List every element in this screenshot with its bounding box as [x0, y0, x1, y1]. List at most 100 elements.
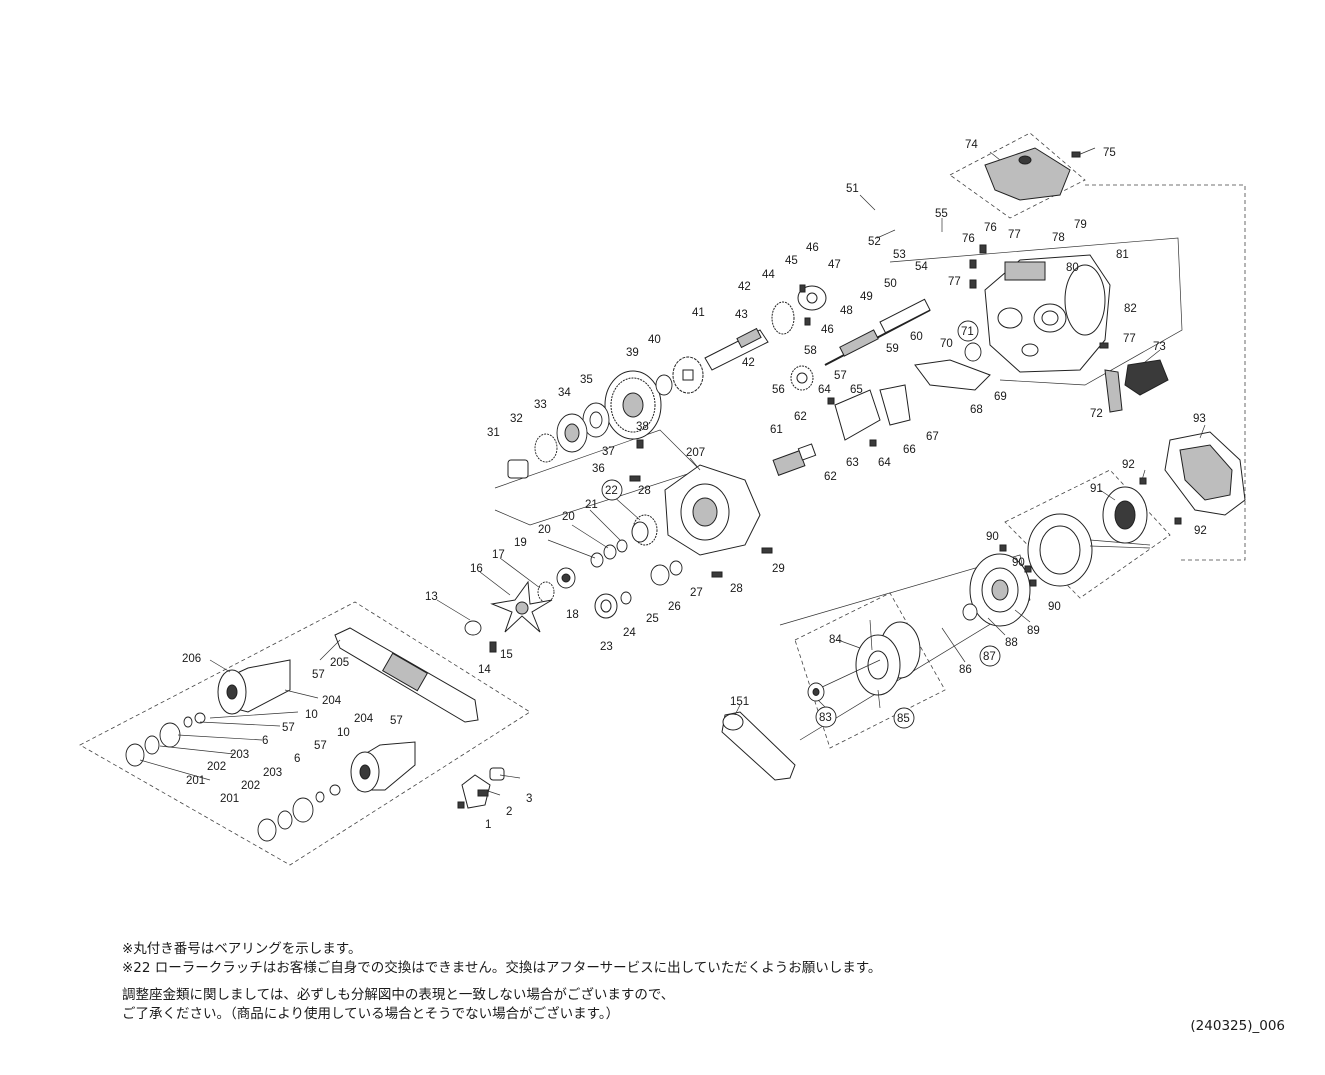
leader-lines	[139, 151, 1206, 796]
part-label: 87	[983, 651, 996, 663]
drive-shaft-41	[704, 327, 769, 371]
spool-group-outline	[794, 592, 946, 749]
part-label: 20	[562, 511, 575, 523]
bearing-marker-71	[957, 320, 979, 342]
part-label: 203	[263, 767, 282, 779]
part-label: 16	[470, 563, 483, 575]
part-label: 65	[850, 384, 863, 396]
bearing-marker-85	[893, 707, 915, 729]
part-label: 80	[1066, 262, 1079, 274]
frame-part-82	[984, 254, 1111, 373]
frame-group-line	[889, 237, 1183, 386]
part-label: 93	[1193, 413, 1206, 425]
part-label: 61	[770, 424, 783, 436]
washer-13	[464, 620, 482, 636]
part-label: 63	[846, 457, 859, 469]
part-label: 40	[648, 334, 661, 346]
washer-39	[655, 374, 673, 396]
part-label: 53	[893, 249, 906, 261]
handle-knob-204-upper	[217, 659, 291, 715]
bearing-marker-83	[815, 706, 837, 728]
gear-part-56	[790, 365, 814, 391]
part-label: 50	[884, 278, 897, 290]
part-label: 57	[834, 370, 847, 382]
part-label: 206	[182, 653, 201, 665]
part-label: 49	[860, 291, 873, 303]
part-label: 36	[592, 463, 605, 475]
brake-unit-91	[1027, 486, 1151, 587]
part-label: 31	[487, 427, 500, 439]
part-label: 41	[692, 307, 705, 319]
part-label: 54	[915, 261, 928, 273]
part-label: 85	[897, 713, 910, 725]
part-label: 35	[580, 374, 593, 386]
part-label: 46	[806, 242, 819, 254]
note-shim-disclaimer: 調整座金類に関しましては、必ずしも分解図中の表現と一致しない場合がございますので…	[122, 987, 675, 1003]
part-label: 2	[506, 806, 512, 818]
frame-link-line	[1085, 184, 1246, 561]
part-label: 72	[1090, 408, 1103, 420]
part-label: 77	[1123, 333, 1136, 345]
lever-part-151	[721, 711, 796, 781]
part-label: 84	[829, 634, 842, 646]
part-label: 75	[1103, 147, 1116, 159]
screws	[457, 244, 1182, 809]
part-label: 71	[961, 326, 974, 338]
part-label: 202	[241, 780, 260, 792]
gear-part-40	[672, 356, 704, 394]
roller-clutch-22	[631, 514, 658, 546]
part-label: 42	[738, 281, 751, 293]
part-label: 3	[526, 793, 532, 805]
part-label: 57	[390, 715, 403, 727]
part-label: 34	[558, 387, 571, 399]
part-label: 88	[1005, 637, 1018, 649]
part-label: 60	[910, 331, 923, 343]
part-label: 82	[1124, 303, 1137, 315]
part-label: 89	[1027, 625, 1040, 637]
yoke-part-65	[834, 384, 911, 441]
part-label: 201	[220, 793, 239, 805]
part-label: 203	[230, 749, 249, 761]
part-label: 17	[492, 549, 505, 561]
part-label: 44	[762, 269, 775, 281]
part-label: 86	[959, 664, 972, 676]
part-label: 21	[585, 499, 598, 511]
part-label: 57	[312, 669, 325, 681]
exploded-parts-diagram: 1 2 3 6 6 10 10 13 14 15 16 17 18 19 20 …	[79, 132, 1246, 866]
spring-17	[537, 581, 555, 603]
part-label: 23	[600, 641, 613, 653]
part-label: 1	[485, 819, 491, 831]
handle-arm-205	[334, 627, 479, 723]
part-label: 46	[821, 324, 834, 336]
part-label: 81	[1116, 249, 1129, 261]
star-drag-16	[490, 580, 553, 633]
part-label: 76	[984, 222, 997, 234]
part-label: 68	[970, 404, 983, 416]
washers-19-21	[590, 539, 628, 568]
clutch-bar-73	[1104, 359, 1169, 413]
document-id: (240325)_006	[1190, 1018, 1285, 1034]
part-label: 79	[1074, 219, 1087, 231]
note-shim-disclaimer-cont: ご了承ください。（商品により使用している場合とそうでない場合がございます。）	[122, 1006, 620, 1022]
part-label: 83	[819, 712, 832, 724]
part-number-labels: 1 2 3 6 6 10 10 13 14 15 16 17 18 19 20 …	[182, 139, 1207, 831]
part-label: 207	[686, 447, 705, 459]
part-label: 24	[623, 627, 636, 639]
lever-part-69	[914, 359, 991, 391]
part-label: 55	[935, 208, 948, 220]
part-label: 66	[903, 444, 916, 456]
part-label: 151	[730, 696, 749, 708]
part-label: 33	[534, 399, 547, 411]
knob-rings-upper	[125, 712, 206, 767]
bearing-18	[556, 567, 576, 589]
sleeve-31	[507, 459, 529, 479]
part-label: 43	[735, 309, 748, 321]
drag-washer-34	[582, 402, 610, 438]
part-label: 6	[262, 735, 268, 747]
part-label: 38	[636, 421, 649, 433]
part-label: 67	[926, 431, 939, 443]
part-label: 22	[605, 485, 618, 497]
part-label: 27	[690, 587, 703, 599]
part-label: 52	[868, 236, 881, 248]
bearing-71	[964, 342, 982, 362]
